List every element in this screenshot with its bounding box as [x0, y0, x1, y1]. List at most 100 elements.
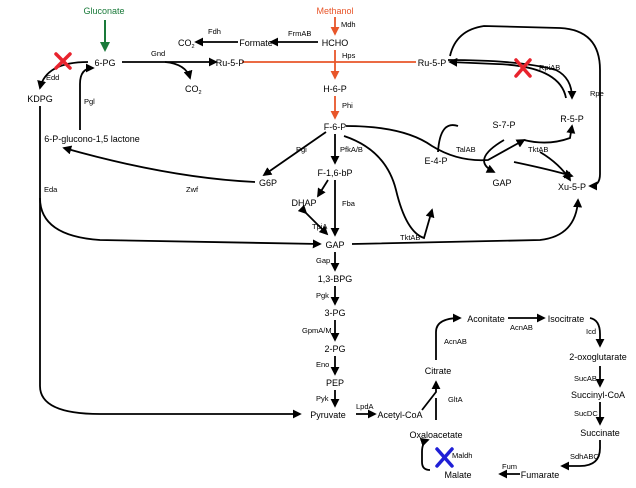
ru5p-right-to-r5p-arrow [447, 59, 577, 100]
g6p-to-lactone-arrow [62, 145, 256, 183]
enzyme-lpda: LpdA [356, 402, 374, 411]
pg6-label: 6-PG [94, 58, 115, 68]
enzyme-acnab-top: AcnAB [510, 323, 533, 332]
acetylcoa-to-citrate-arrow [421, 380, 441, 411]
f6p-to-e4p-arrow [343, 135, 435, 240]
enzyme-gita: GltA [448, 395, 463, 404]
f6p-to-s7p-arrow [345, 125, 526, 162]
enzyme-pgi: Pgi [296, 145, 307, 154]
malate-to-oxaloacetate-arrow [419, 438, 431, 471]
enzyme-zwf: Zwf [186, 185, 199, 194]
hcho-label: HCHO [322, 38, 349, 48]
ru5p-left-label: Ru-5-P [216, 58, 245, 68]
enzyme-mdh: Mdh [341, 20, 356, 29]
enzyme-sdhabc: SdhABC [570, 452, 599, 461]
co2-gnd-label: CO2 [185, 84, 202, 96]
enzyme-labels: Mdh Fdh FrmAB Gnd Hps Edd RpiAB Phi Pgl … [44, 20, 604, 471]
enzyme-tktab-top: TktAB [528, 145, 548, 154]
enzyme-sucdc: SucDC [574, 409, 598, 418]
enzyme-rpe: Rpe [590, 89, 604, 98]
gap-main-label: GAP [325, 240, 344, 250]
gnd-co2-branch [164, 61, 193, 80]
s7p-to-r5p-arrow [523, 124, 576, 144]
enzyme-eno: Eno [316, 360, 329, 369]
enzyme-acnab-left: AcnAB [444, 337, 467, 346]
enzyme-tpia: TpiA [312, 222, 327, 231]
oxaloacetate-label: Oxaloacetate [409, 430, 462, 440]
enzyme-rpiab: RpiAB [539, 63, 560, 72]
g6p-label: G6P [259, 178, 277, 188]
enzyme-pfkab: PfkA/B [340, 145, 363, 154]
enzyme-fba: Fba [342, 199, 356, 208]
enzyme-pgk: Pgk [316, 291, 329, 300]
oxoglutarate-label: 2-oxoglutarate [569, 352, 627, 362]
enzyme-fum: Fum [502, 462, 517, 471]
ru5p-right-label: Ru-5-P [418, 58, 447, 68]
enzyme-talab: TalAB [456, 145, 476, 154]
s7p-to-gap-ppp-arrow [483, 139, 505, 173]
metabolite-labels: Gluconate Methanol HCHO Formate CO2 6-PG… [27, 6, 627, 480]
pg3-label: 3-PG [324, 308, 345, 318]
enzyme-tktab-bottom: TktAB [400, 233, 420, 242]
enzyme-pgl: Pgl [84, 97, 95, 106]
co2-formate-label: CO2 [178, 38, 195, 50]
enzyme-phi: Phi [342, 101, 353, 110]
tktab-xu5p-arrow [539, 151, 571, 182]
f6p-label: F-6-P [324, 122, 347, 132]
enzyme-pyk: Pyk [316, 394, 329, 403]
acetylcoa-label: Acetyl-CoA [377, 410, 422, 420]
r5p-to-ru5p-arrow [448, 57, 567, 99]
rpiab-deletion-cross-icon [514, 58, 532, 78]
isocitrate-label: Isocitrate [548, 314, 585, 324]
enzyme-frmab: FrmAB [288, 29, 311, 38]
enzyme-maldh: Maldh [452, 451, 472, 460]
malate-label: Malate [444, 470, 471, 480]
reaction-arrows [37, 17, 605, 479]
lactone-label: 6-P-glucono-1,5 lactone [44, 134, 140, 144]
maldh-deletion-cross-icon [435, 447, 454, 468]
enzyme-gpmam: GpmA/M [302, 326, 332, 335]
pep-label: PEP [326, 378, 344, 388]
enzyme-gnd: Gnd [151, 49, 165, 58]
citrate-to-aconitate-arrow [435, 313, 462, 360]
e4p-to-talab-arrow [437, 124, 459, 153]
enzyme-fdh: Fdh [208, 27, 221, 36]
pyruvate-label: Pyruvate [310, 410, 346, 420]
gap-main-to-xu5p-arrow [351, 198, 583, 245]
edd-deletion-cross-icon [54, 52, 72, 70]
methanol-label: Methanol [316, 6, 353, 16]
e4p-label: E-4-P [424, 156, 447, 166]
enzyme-icd: Icd [586, 327, 596, 336]
succinylcoa-label: Succinyl-CoA [571, 390, 625, 400]
citrate-label: Citrate [425, 366, 452, 376]
enzyme-eda: Eda [44, 185, 58, 194]
s7p-label: S-7-P [492, 120, 515, 130]
pg2-label: 2-PG [324, 344, 345, 354]
enzyme-edd: Edd [46, 73, 59, 82]
kdpg-to-gap-arrow [39, 106, 322, 249]
isocitrate-to-oxoglutarate-arrow [589, 317, 605, 348]
enzyme-gap: Gap [316, 256, 330, 265]
f6p-to-g6p-arrow [262, 131, 327, 177]
ru5p-right-to-xu5p-arrow [449, 25, 601, 191]
gap-ppp-label: GAP [492, 178, 511, 188]
lactone-to-6pg-arrow [79, 63, 95, 130]
h6p-label: H-6-P [323, 84, 347, 94]
enzyme-sucab: SucAB [574, 374, 597, 383]
r5p-label: R-5-P [560, 114, 584, 124]
gluconate-label: Gluconate [83, 6, 124, 16]
dhap-gap-tpia-arrow [297, 204, 329, 236]
gap-ppp-to-xu5p-arrow [513, 161, 574, 179]
f16bp-label: F-1,6-bP [317, 168, 352, 178]
xu5p-label: Xu-5-P [558, 182, 586, 192]
f16bp-to-dhap-arrow [317, 179, 329, 198]
dhap-label: DHAP [291, 198, 316, 208]
succinate-to-fumarate-arrow [560, 440, 601, 471]
fumarate-label: Fumarate [521, 470, 560, 480]
bpg13-label: 1,3-BPG [318, 274, 353, 284]
kdpg-label: KDPG [27, 94, 53, 104]
succinate-label: Succinate [580, 428, 620, 438]
kdpg-to-pyruvate-arrow [39, 198, 302, 419]
enzyme-hps: Hps [342, 51, 356, 60]
